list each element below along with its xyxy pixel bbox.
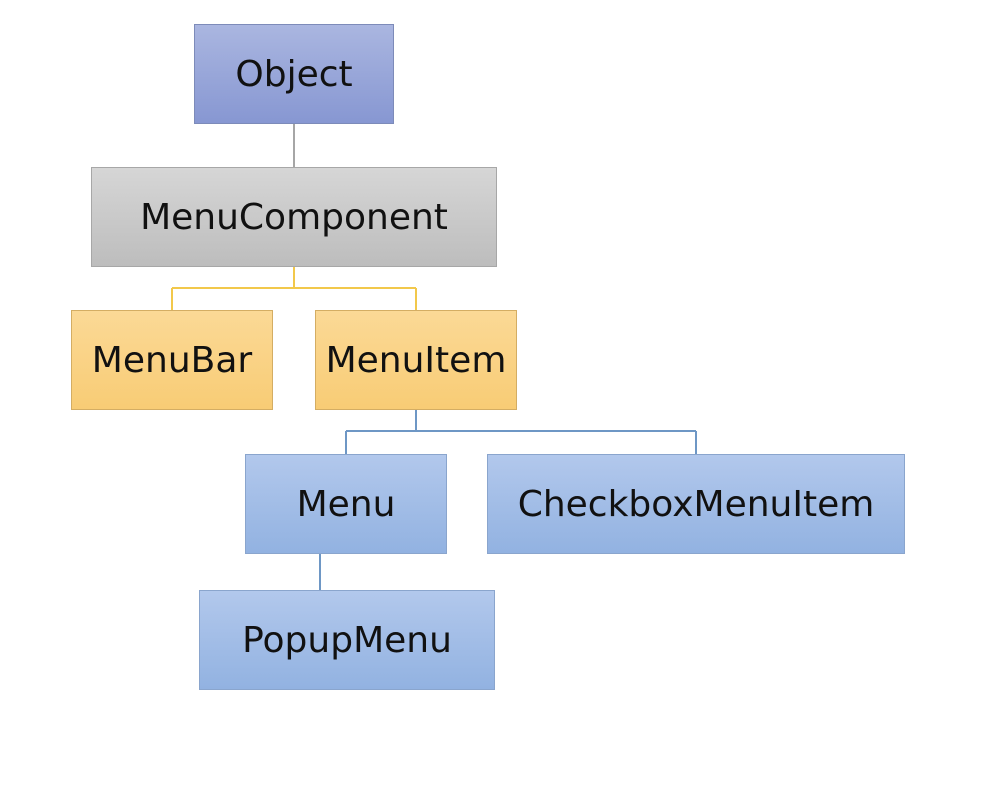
node-menubar: MenuBar bbox=[71, 310, 273, 410]
node-menuitem-label: MenuItem bbox=[325, 339, 507, 381]
node-popupmenu-label: PopupMenu bbox=[242, 619, 452, 661]
node-menubar-label: MenuBar bbox=[91, 339, 253, 381]
node-menucomponent: MenuComponent bbox=[91, 167, 497, 267]
node-menuitem: MenuItem bbox=[315, 310, 517, 410]
node-menucomponent-label: MenuComponent bbox=[140, 196, 448, 238]
node-checkboxmenuitem: CheckboxMenuItem bbox=[487, 454, 905, 554]
node-menu: Menu bbox=[245, 454, 447, 554]
node-popupmenu: PopupMenu bbox=[199, 590, 495, 690]
node-object: Object bbox=[194, 24, 394, 124]
node-object-label: Object bbox=[235, 53, 353, 95]
node-checkboxmenuitem-label: CheckboxMenuItem bbox=[517, 483, 875, 525]
node-menu-label: Menu bbox=[296, 483, 396, 525]
